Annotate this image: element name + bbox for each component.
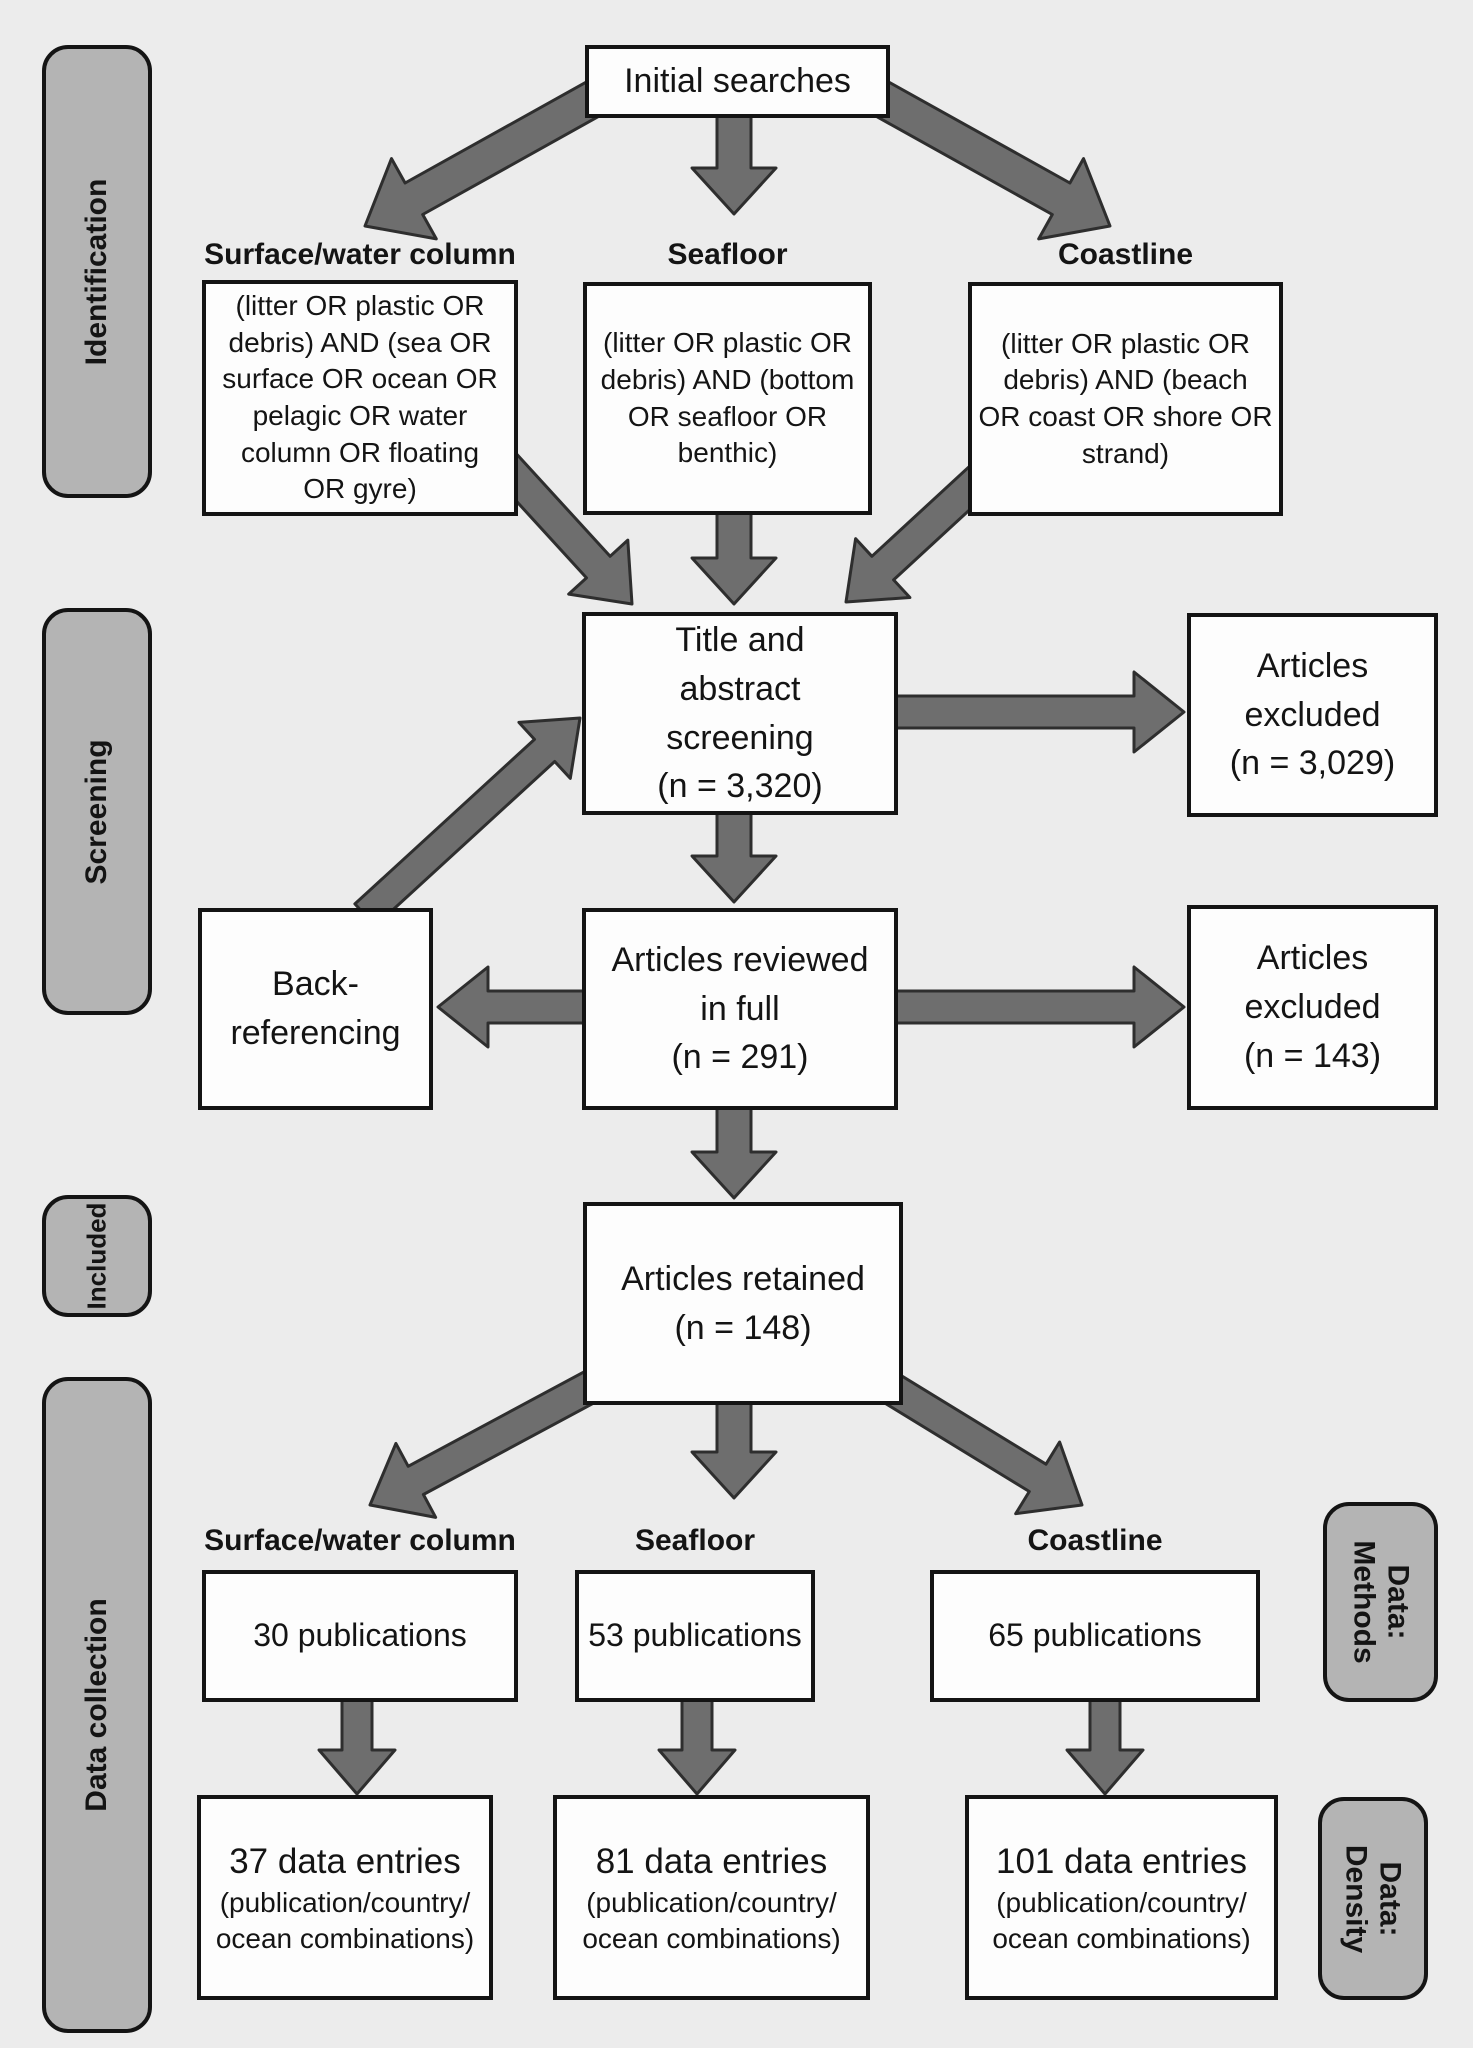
flow-arrow [894, 670, 1186, 754]
flow-arrow [353, 716, 582, 928]
articles-retained-text: Articles retained (n = 148) [621, 1259, 865, 1347]
flow-arrow [491, 452, 634, 606]
column-heading-coastline-top: Coastline [1057, 238, 1194, 271]
flow-arrow [690, 810, 778, 904]
seafloor-search-terms-text: (litter OR plastic OR debris) AND (botto… [600, 327, 855, 469]
back-referencing-text: Back- referencing [230, 965, 401, 1052]
flow-arrow [1065, 1698, 1145, 1796]
stage-label-included: Included [42, 1195, 152, 1317]
stage-label-data-collection: Data collection [42, 1377, 152, 2033]
column-heading-seafloor-top: Seafloor [667, 238, 788, 271]
box-seafloor-publications: 53 publications [575, 1570, 815, 1702]
stage-label-data-collection-text: Data collection [80, 1598, 114, 1812]
box-surface-publications: 30 publications [202, 1570, 518, 1702]
flow-arrow [690, 510, 778, 606]
surface-data-entries-count: 37 data entries [229, 1842, 461, 1882]
box-articles-retained: Articles retained (n = 148) [583, 1202, 903, 1405]
flow-arrow [363, 77, 611, 241]
flow-arrow [894, 965, 1186, 1049]
stage-label-data-methods: Data: Methods [1323, 1502, 1438, 1702]
stage-label-data-density: Data: Density [1318, 1797, 1428, 2000]
stage-label-data-methods-text: Data: Methods [1347, 1540, 1415, 1664]
stage-label-identification: Identification [42, 45, 152, 498]
box-coastline-search-terms: (litter OR plastic OR debris) AND (beach… [968, 282, 1283, 516]
coastline-data-entries-count: 101 data entries [995, 1842, 1247, 1882]
box-articles-reviewed-full: Articles reviewed in full (n = 291) [582, 908, 898, 1110]
box-coastline-publications: 65 publications [930, 1570, 1260, 1702]
title-abstract-screening-text: Title and abstract screening (n = 3,320) [657, 620, 823, 806]
stage-label-screening: Screening [42, 608, 152, 1015]
box-coastline-data-entries: 101 data entries (publication/country/ o… [965, 1795, 1278, 2000]
flow-arrow [690, 1400, 778, 1500]
stage-label-identification-text: Identification [80, 178, 114, 365]
coastline-search-terms-text: (litter OR plastic OR debris) AND (beach… [978, 327, 1273, 469]
box-surface-data-entries: 37 data entries (publication/country/ oc… [197, 1795, 493, 2000]
flow-arrow [657, 1698, 737, 1796]
seafloor-publications-count: 53 publications [588, 1617, 802, 1654]
flow-arrow [317, 1698, 397, 1796]
seafloor-data-entries-note: (publication/country/ ocean combinations… [582, 1887, 841, 1955]
box-seafloor-data-entries: 81 data entries (publication/country/ oc… [553, 1795, 870, 2000]
surface-publications-count: 30 publications [253, 1617, 467, 1654]
flow-arrow [690, 114, 778, 216]
box-seafloor-search-terms: (litter OR plastic OR debris) AND (botto… [583, 282, 872, 515]
box-articles-excluded-full: Articles excluded (n = 143) [1187, 905, 1438, 1110]
articles-excluded-screening-text: Articles excluded (n = 3,029) [1229, 646, 1396, 783]
stage-label-data-density-text: Data: Density [1340, 1844, 1407, 1953]
column-heading-seafloor-bottom: Seafloor [634, 1524, 756, 1557]
seafloor-data-entries-count: 81 data entries [595, 1842, 828, 1882]
box-back-referencing: Back- referencing [198, 908, 433, 1110]
surface-data-entries-note: (publication/country/ ocean combinations… [215, 1887, 475, 1955]
stage-label-included-text: Included [81, 1202, 112, 1310]
box-surface-search-terms: (litter OR plastic OR debris) AND (sea O… [202, 280, 518, 516]
column-heading-surface-top: Surface/water column [204, 238, 516, 271]
coastline-publications-count: 65 publications [988, 1617, 1202, 1654]
column-heading-coastline-bottom: Coastline [1027, 1524, 1163, 1557]
box-initial-searches: Initial searches [585, 45, 890, 118]
box-articles-excluded-screening: Articles excluded (n = 3,029) [1187, 613, 1438, 817]
flow-arrow [690, 1106, 778, 1200]
flow-arrow [436, 965, 586, 1049]
column-heading-surface-bottom: Surface/water column [204, 1524, 516, 1557]
stage-label-screening-text: Screening [80, 738, 114, 885]
initial-searches-label: Initial searches [624, 62, 851, 101]
box-title-abstract-screening: Title and abstract screening (n = 3,320) [582, 612, 898, 815]
flow-arrow [864, 77, 1112, 241]
articles-excluded-full-text: Articles excluded (n = 143) [1243, 939, 1382, 1075]
surface-search-terms-text: (litter OR plastic OR debris) AND (sea O… [222, 289, 498, 505]
articles-reviewed-full-text: Articles reviewed in full (n = 291) [611, 940, 869, 1077]
coastline-data-entries-note: (publication/country/ ocean combinations… [992, 1887, 1251, 1955]
